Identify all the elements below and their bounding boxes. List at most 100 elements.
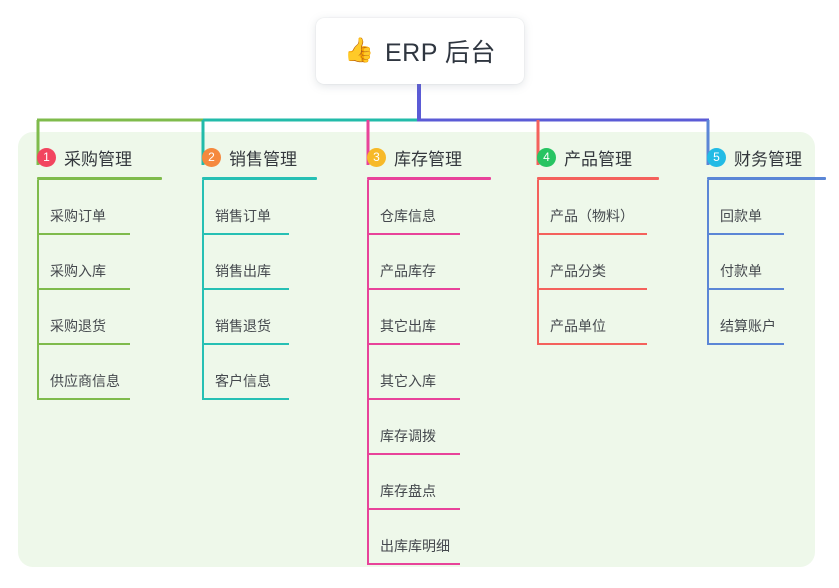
leaf-item[interactable]: 销售出库 — [202, 235, 353, 290]
leaf-item[interactable]: 采购入库 — [37, 235, 188, 290]
leaf-item[interactable]: 库存调拨 — [367, 400, 523, 455]
leaf-item[interactable]: 销售退货 — [202, 290, 353, 345]
branch-header-3[interactable]: 3 库存管理 — [348, 144, 523, 170]
leaf-item[interactable]: 付款单 — [707, 235, 828, 290]
leaf-item-label: 其它入库 — [380, 373, 436, 389]
leaf-item-label: 产品分类 — [550, 263, 606, 279]
leaf-item-label: 结算账户 — [720, 318, 776, 334]
branch-badge-4: 4 — [537, 147, 556, 167]
leaf-item[interactable]: 回款单 — [707, 180, 828, 235]
branch-items-1: 采购订单采购入库采购退货供应商信息 — [18, 180, 188, 400]
leaf-item-label: 付款单 — [720, 263, 762, 279]
branch-header-5[interactable]: 5 财务管理 — [688, 144, 828, 170]
leaf-item-underline — [367, 288, 460, 290]
leaf-item-underline — [37, 233, 130, 235]
leaf-item-label: 出库库明细 — [380, 538, 450, 554]
leaf-item[interactable]: 其它出库 — [367, 290, 523, 345]
branch-spine-3 — [367, 180, 369, 565]
branch-title-3: 库存管理 — [394, 149, 462, 169]
branch-items-5: 回款单付款单结算账户 — [688, 180, 828, 345]
root-node-content: 👍 ERP 后台 — [344, 33, 496, 69]
branch-spine-4 — [537, 180, 539, 345]
leaf-item-label: 产品库存 — [380, 263, 436, 279]
branch-badge-5: 5 — [707, 147, 726, 167]
leaf-item-underline — [367, 233, 460, 235]
leaf-item[interactable]: 产品库存 — [367, 235, 523, 290]
branch-spine-2 — [202, 180, 204, 400]
leaf-item-label: 采购退货 — [50, 318, 106, 334]
leaf-item[interactable]: 采购订单 — [37, 180, 188, 235]
leaf-item-label: 客户信息 — [215, 373, 271, 389]
leaf-item[interactable]: 产品（物料） — [537, 180, 693, 235]
leaf-item-label: 采购订单 — [50, 208, 106, 224]
leaf-item-underline — [367, 508, 460, 510]
leaf-item-label: 库存调拨 — [380, 428, 436, 444]
branch-header-1[interactable]: 1 采购管理 — [18, 144, 188, 170]
leaf-item-underline — [37, 398, 130, 400]
leaf-item-underline — [37, 343, 130, 345]
leaf-item-label: 回款单 — [720, 208, 762, 224]
branch-badge-3: 3 — [367, 147, 386, 167]
branch-spine-1 — [37, 180, 39, 400]
leaf-item-label: 销售出库 — [215, 263, 271, 279]
leaf-item[interactable]: 结算账户 — [707, 290, 828, 345]
leaf-item[interactable]: 产品分类 — [537, 235, 693, 290]
leaf-item-label: 产品（物料） — [550, 208, 634, 224]
branch-spine-5 — [707, 180, 709, 345]
leaf-item[interactable]: 出库库明细 — [367, 510, 523, 565]
branch-column-4: 4 产品管理产品（物料） 产品分类产品单位 — [518, 144, 693, 345]
branch-items-4: 产品（物料） 产品分类产品单位 — [518, 180, 693, 345]
branch-title-5: 财务管理 — [734, 149, 802, 169]
leaf-item-label: 库存盘点 — [380, 483, 436, 499]
leaf-item-underline — [367, 563, 460, 565]
branch-column-1: 1 采购管理采购订单采购入库采购退货供应商信息 — [18, 144, 188, 400]
leaf-item[interactable]: 采购退货 — [37, 290, 188, 345]
branch-underline-1 — [37, 177, 162, 180]
leaf-item-label: 仓库信息 — [380, 208, 436, 224]
leaf-item-label: 产品单位 — [550, 318, 606, 334]
thumbs-up-icon: 👍 — [344, 37, 374, 64]
leaf-item[interactable]: 仓库信息 — [367, 180, 523, 235]
branch-underline-4 — [537, 177, 659, 180]
leaf-item-underline — [537, 288, 647, 290]
root-node-title: ERP 后台 — [384, 39, 496, 67]
leaf-item-underline — [202, 233, 289, 235]
branch-column-5: 5 财务管理回款单付款单结算账户 — [688, 144, 828, 345]
leaf-item-underline — [707, 343, 784, 345]
branch-underline-2 — [202, 177, 317, 180]
leaf-item-underline — [367, 453, 460, 455]
leaf-item-underline — [202, 343, 289, 345]
leaf-item-underline — [37, 288, 130, 290]
leaf-item-underline — [367, 343, 460, 345]
leaf-item[interactable]: 供应商信息 — [37, 345, 188, 400]
branch-header-4[interactable]: 4 产品管理 — [518, 144, 693, 170]
branch-items-2: 销售订单销售出库销售退货客户信息 — [183, 180, 353, 400]
leaf-item[interactable]: 库存盘点 — [367, 455, 523, 510]
branch-column-3: 3 库存管理仓库信息产品库存其它出库其它入库库存调拨库存盘点出库库明细 — [348, 144, 523, 565]
branch-items-3: 仓库信息产品库存其它出库其它入库库存调拨库存盘点出库库明细 — [348, 180, 523, 565]
leaf-item-underline — [202, 398, 289, 400]
leaf-item-underline — [707, 233, 784, 235]
branch-underline-5 — [707, 177, 826, 180]
leaf-item[interactable]: 客户信息 — [202, 345, 353, 400]
leaf-item-underline — [537, 233, 647, 235]
leaf-item[interactable]: 其它入库 — [367, 345, 523, 400]
leaf-item-label: 其它出库 — [380, 318, 436, 334]
branch-title-4: 产品管理 — [564, 149, 632, 169]
leaf-item-label: 销售订单 — [215, 208, 271, 224]
diagram-background-panel — [18, 132, 815, 567]
branch-badge-1: 1 — [37, 147, 56, 167]
leaf-item-underline — [707, 288, 784, 290]
root-node-card[interactable]: 👍 ERP 后台 — [316, 18, 524, 84]
leaf-item-label: 销售退货 — [215, 318, 271, 334]
leaf-item-underline — [367, 398, 460, 400]
leaf-item-underline — [202, 288, 289, 290]
branch-title-1: 采购管理 — [64, 149, 132, 169]
leaf-item[interactable]: 产品单位 — [537, 290, 693, 345]
branch-title-2: 销售管理 — [229, 149, 297, 169]
leaf-item[interactable]: 销售订单 — [202, 180, 353, 235]
leaf-item-label: 供应商信息 — [50, 373, 120, 389]
